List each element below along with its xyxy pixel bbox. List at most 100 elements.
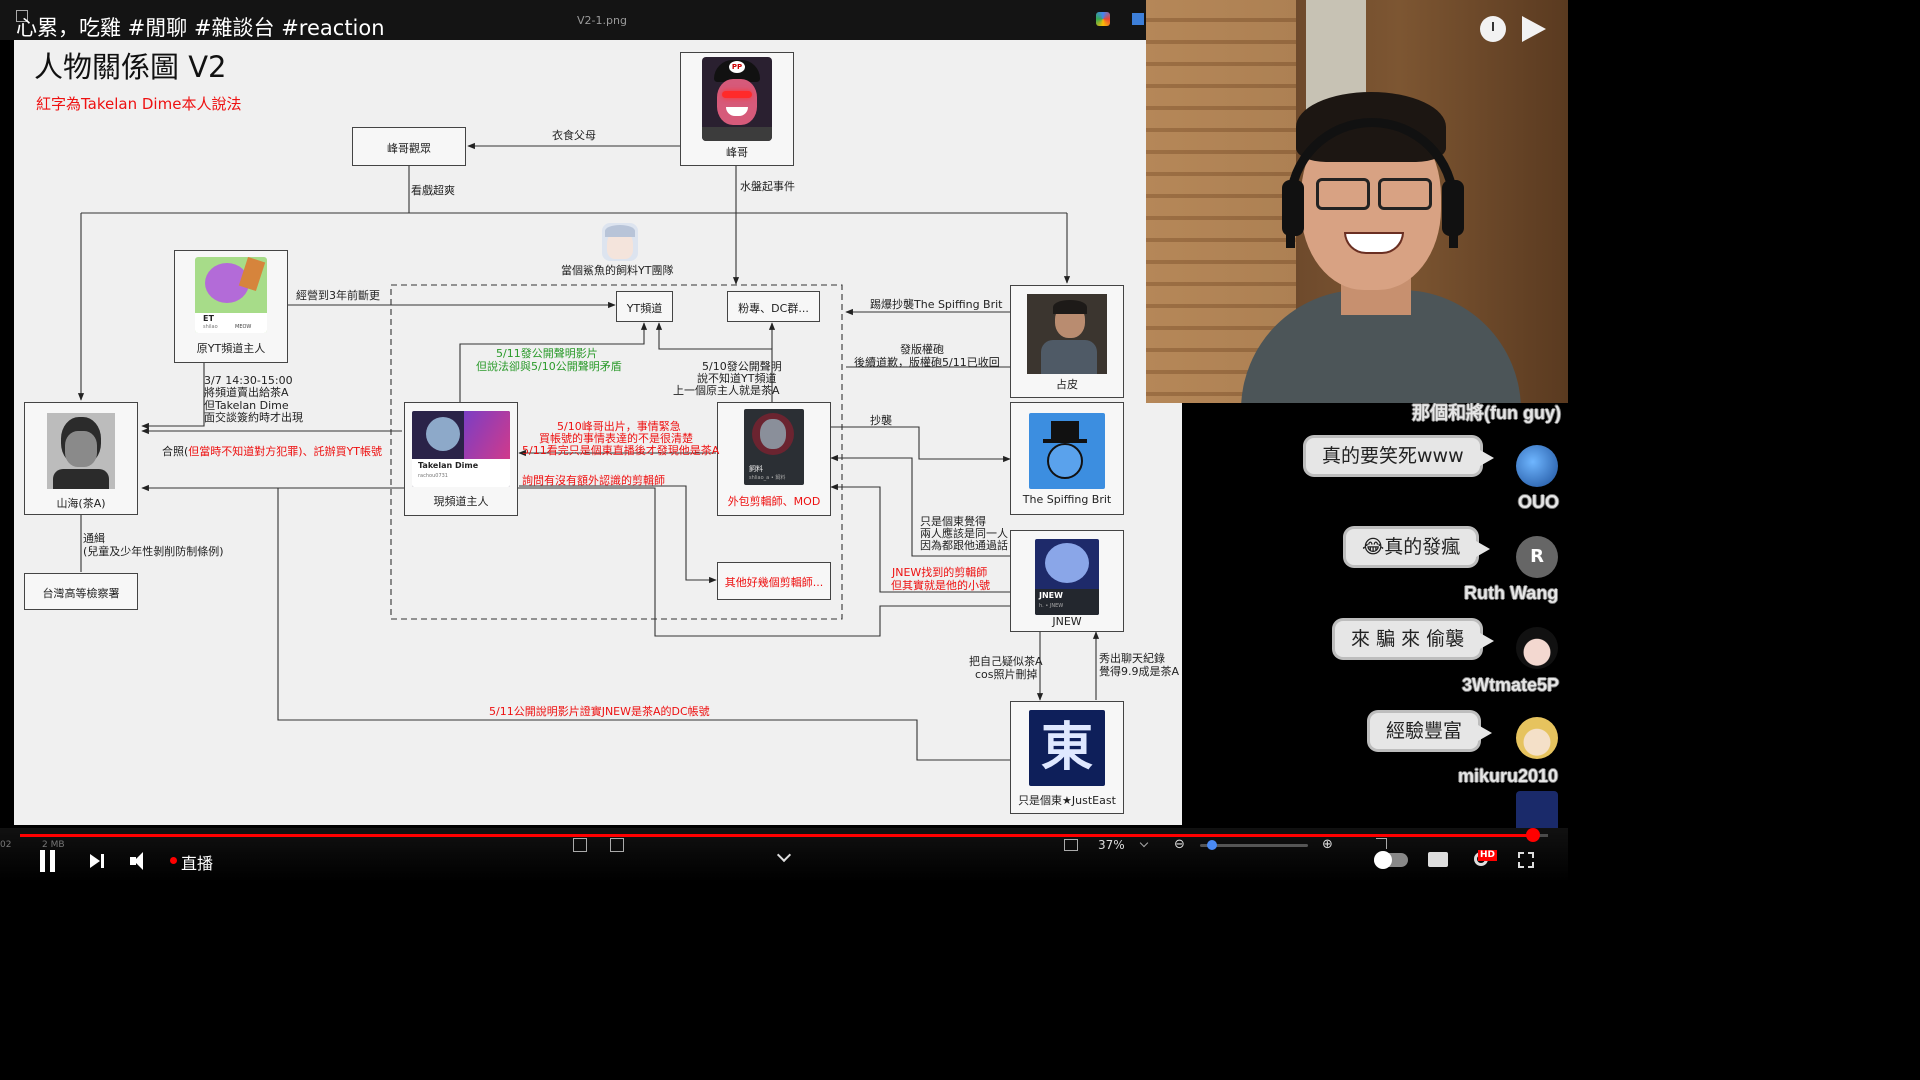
chat-bubble: 來 騙 來 偷襲 bbox=[1335, 621, 1495, 657]
et-meow: MEOW bbox=[235, 324, 252, 330]
zoom-slider-knob[interactable] bbox=[1207, 840, 1217, 850]
zoom-out-icon[interactable]: ⊖ bbox=[1174, 837, 1185, 852]
shanhai-photo bbox=[47, 413, 115, 489]
node-other-editors: 其他好幾個剪輯師... bbox=[717, 562, 831, 600]
edge-label-511-1: 5/11發公開聲明影片 bbox=[496, 347, 598, 360]
edge-label-east-1: 只是個東覺得 bbox=[920, 515, 986, 528]
video-title: 心累，吃雞 #閒聊 #雜談台 #reaction bbox=[16, 16, 385, 40]
edge-label-510-2: 說不知道YT頻道 bbox=[697, 372, 777, 385]
node-prev-owner-label: 原YT頻道主人 bbox=[196, 342, 266, 355]
edge-label-east-2: 兩人應該是同一人 bbox=[920, 527, 1008, 540]
takelan-name: Takelan Dime bbox=[418, 461, 479, 470]
edge-jnew-shanhai bbox=[141, 484, 1010, 637]
chat-avatar-east bbox=[1516, 791, 1558, 828]
chat-bubble: 真的要笑死www bbox=[1306, 438, 1494, 474]
siliao-avatar: 飼料 shliao_a • 飼料 bbox=[744, 409, 804, 485]
edge-label-cosplay-1: 把自己疑似茶A bbox=[969, 655, 1043, 668]
chat-username: OUO bbox=[1518, 492, 1560, 512]
takelan-sub: rachou0731 bbox=[418, 473, 448, 479]
edge-label-wanted-2: (兒童及少年性剝削防制條例) bbox=[83, 545, 224, 558]
node-zhanpi-label: 占皮 bbox=[1056, 378, 1078, 391]
edge-label-east-3: 因為都跟他通過話 bbox=[920, 539, 1008, 552]
zoom-dropdown-icon[interactable] bbox=[1139, 838, 1149, 848]
volume-icon bbox=[130, 857, 136, 865]
node-shanhai: 山海(茶A) bbox=[24, 402, 138, 515]
node-feng-label: 峰哥 bbox=[726, 146, 748, 159]
slide-subtitle: 紅字為Takelan Dime本人說法 bbox=[36, 95, 242, 113]
chat-username: 3Wtmate5P bbox=[1462, 675, 1560, 695]
node-high-prosecutor-label: 台灣高等檢察署 bbox=[42, 587, 120, 600]
node-justeast: 東 只是個東★JustEast bbox=[1010, 701, 1124, 814]
share-icon[interactable] bbox=[1522, 16, 1546, 42]
slide-canvas: 人物關係圖 V2 紅字為Takelan Dime本人說法 PP 峰哥 峰哥觀眾 … bbox=[14, 40, 1182, 825]
pause-button[interactable] bbox=[38, 850, 58, 872]
scan-icon[interactable] bbox=[610, 838, 624, 852]
justeast-avatar: 東 bbox=[1029, 710, 1105, 786]
edge-label-chatlog-1: 秀出聊天紀錄 bbox=[1099, 652, 1165, 665]
grin-icon bbox=[726, 107, 748, 116]
edge-510 bbox=[655, 322, 773, 402]
chat-avatar-blonde bbox=[1516, 717, 1558, 759]
chat-avatar-letter-text: R bbox=[1530, 546, 1544, 567]
edge-label-cosplay-2: cos照片刪掉 bbox=[975, 668, 1038, 681]
progress-scrubber[interactable] bbox=[1526, 828, 1540, 842]
edge-label-expose: 踢爆抄襲The Spiffing Brit bbox=[870, 298, 1003, 311]
edge-label-run: 經營到3年前斷更 bbox=[296, 289, 380, 302]
next-button[interactable] bbox=[88, 852, 108, 870]
edge-label-photo-prefix: 合照( bbox=[162, 445, 189, 458]
glowing-eyes-icon bbox=[722, 91, 752, 98]
edge-label-copyright-2: 後續道歉，版權砲5/11已收回 bbox=[854, 356, 1000, 369]
node-yt-channel-label: YT頻道 bbox=[626, 302, 663, 315]
subtitles-icon[interactable] bbox=[1428, 852, 1448, 867]
siliao-name: 飼料 bbox=[749, 465, 763, 473]
edge-label-511-2: 但說法卻與5/10公開聲明矛盾 bbox=[476, 360, 622, 373]
justeast-glyph: 東 bbox=[1040, 718, 1093, 778]
edge-jnew-found bbox=[830, 483, 1010, 593]
edge-label-sale-4: 面交談簽約時才出現 bbox=[204, 411, 303, 424]
node-justeast-label: 只是個東★JustEast bbox=[1018, 794, 1116, 807]
edge-label-feng510-2: 買帳號的事情表達的不是很清楚 bbox=[539, 432, 693, 445]
live-label[interactable]: 直播 bbox=[181, 854, 214, 873]
chat-username: Ruth Wang bbox=[1464, 583, 1559, 603]
zoom-in-icon[interactable]: ⊕ bbox=[1322, 837, 1333, 852]
spiffing-avatar bbox=[1029, 413, 1105, 489]
feng-avatar: PP bbox=[702, 57, 772, 141]
node-editor-mod: 飼料 shliao_a • 飼料 外包剪輯師、MOD bbox=[717, 402, 831, 516]
volume-button[interactable] bbox=[130, 852, 152, 870]
autoplay-knob bbox=[1374, 851, 1392, 869]
edge-dc-account bbox=[277, 488, 1010, 761]
exit-fullscreen-icon[interactable] bbox=[1518, 852, 1534, 868]
node-zhanpi: 占皮 bbox=[1010, 285, 1124, 398]
screenshot-icon[interactable] bbox=[573, 838, 587, 852]
zhanpi-photo bbox=[1027, 294, 1107, 374]
next-icon bbox=[90, 854, 100, 868]
face-icon bbox=[717, 79, 757, 125]
diagram-connectors bbox=[77, 142, 1100, 761]
file-size: 2 MB bbox=[42, 840, 65, 850]
chat-partial-name: 那個和將(fun guy) bbox=[1412, 403, 1561, 423]
fit-icon[interactable] bbox=[1064, 839, 1078, 851]
node-jnew-label: JNEW bbox=[1052, 615, 1082, 628]
edge-label-sale-1: 3/7 14:30-15:00 bbox=[204, 374, 293, 387]
node-current-owner: Takelan Dime rachou0731 現頻道主人 bbox=[404, 402, 518, 516]
edge-label-510-3: 上一個原主人就是茶A bbox=[673, 384, 780, 397]
node-current-owner-label: 現頻道主人 bbox=[433, 495, 489, 508]
edge-east-thinks bbox=[830, 454, 1010, 557]
pause-icon bbox=[40, 850, 45, 872]
chat-bubble: 😂真的發瘋 bbox=[1346, 529, 1491, 565]
zoom-level[interactable]: 37% bbox=[1098, 838, 1125, 852]
vtuber-caption: 當個鯊魚的飼料YT團隊 bbox=[561, 264, 674, 277]
edge-label-feng510-3: 5/11看完只是個東直播後才發現他是茶A bbox=[522, 444, 720, 457]
edge-label-dc-account: 5/11公開說明影片證實JNEW是茶A的DC帳號 bbox=[489, 705, 710, 718]
vtuber-avatar bbox=[602, 223, 638, 261]
chat-avatar-anime bbox=[1516, 627, 1558, 669]
zoom-slider[interactable] bbox=[1200, 844, 1308, 847]
jnew-sub: h. • JNEW bbox=[1039, 603, 1064, 609]
edge-label-copyright-1: 發版權砲 bbox=[900, 343, 944, 356]
cap-badge: PP bbox=[729, 61, 745, 73]
chevron-down-icon[interactable] bbox=[776, 847, 792, 863]
expand-icon[interactable] bbox=[1376, 838, 1387, 849]
edge-511 bbox=[459, 322, 648, 402]
jnew-badge: JNEW bbox=[1039, 591, 1063, 600]
player-controls: 02 2 MB 直播 37% ⊖ ⊕ HD bbox=[0, 828, 1568, 882]
